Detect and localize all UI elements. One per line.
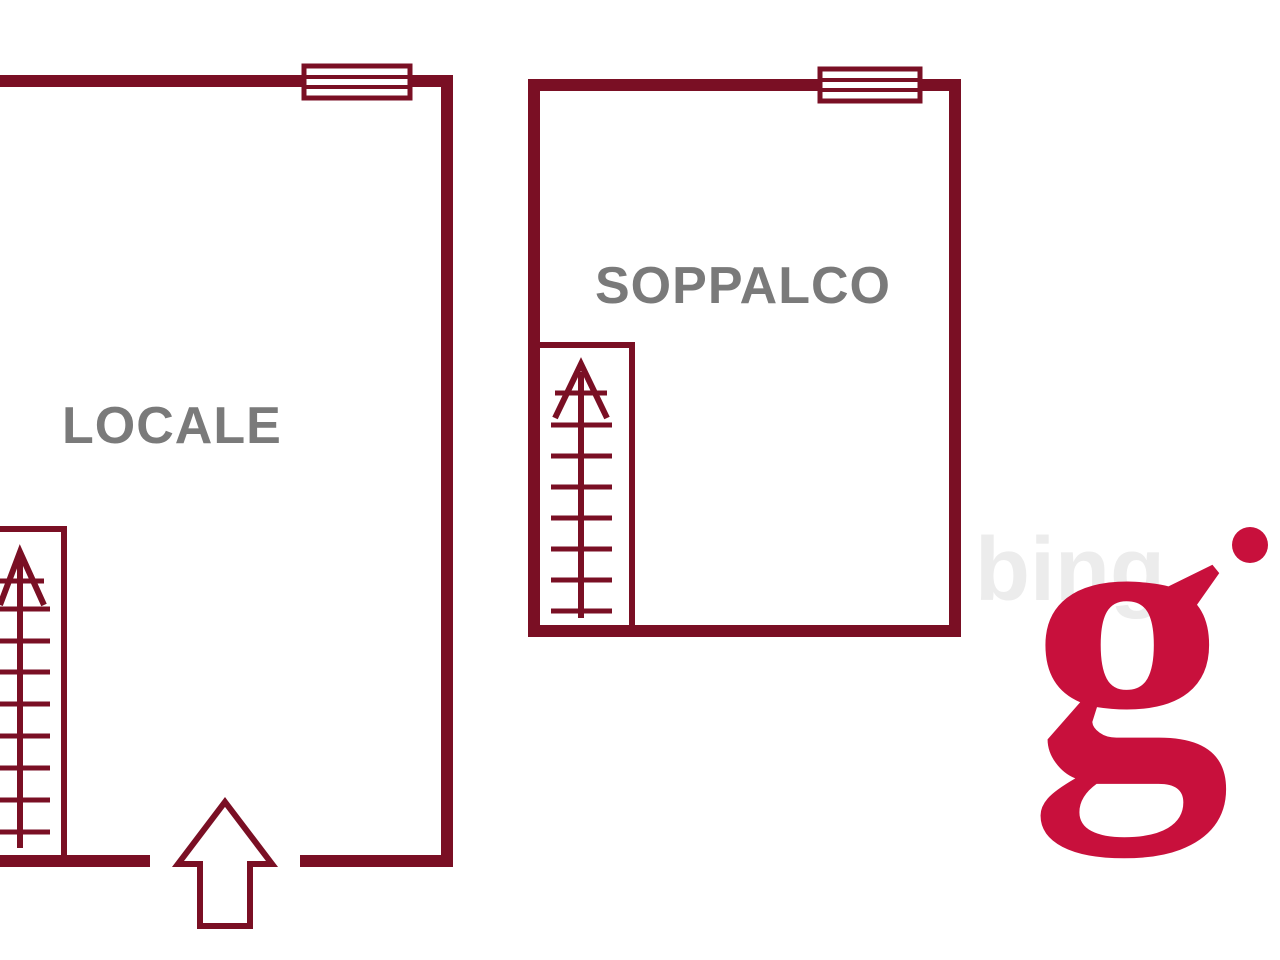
locale-top-wall <box>0 75 453 867</box>
logo-dot-icon <box>1232 527 1268 563</box>
staircase-icon <box>540 342 635 625</box>
brand-logo: g <box>1030 414 1268 864</box>
room-label-locale: LOCALE <box>62 397 282 455</box>
room-locale: LOCALE <box>0 63 453 929</box>
soppalco-walls <box>528 79 961 637</box>
window-icon <box>301 63 413 101</box>
watermark-text: bing <box>975 520 1165 620</box>
window-icon <box>817 66 923 104</box>
room-soppalco: SOPPALCO <box>528 66 961 637</box>
room-label-soppalco: SOPPALCO <box>595 257 891 315</box>
entrance-arrow-icon <box>171 797 279 929</box>
staircase-icon <box>0 526 67 861</box>
logo-letter: g <box>1030 414 1230 864</box>
